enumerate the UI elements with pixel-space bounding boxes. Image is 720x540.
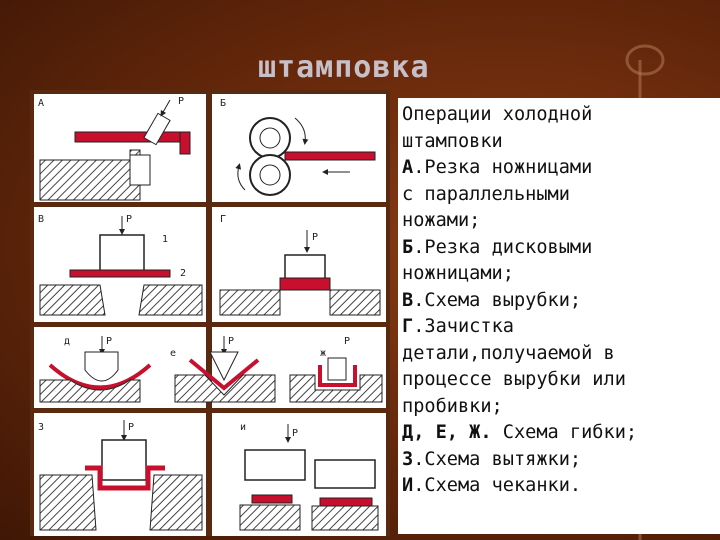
- panel-i-letter: и: [240, 422, 246, 433]
- description-line: детали,получаемой в: [402, 341, 716, 368]
- description-line: пробивки;: [402, 394, 716, 421]
- description-line: И.Схема чеканки.: [402, 473, 716, 500]
- description-line-text: ножницами;: [402, 263, 514, 284]
- description-line-text: детали,получаемой в: [402, 342, 615, 364]
- panel-a-force: Р: [178, 96, 184, 107]
- description-line-bold: Г: [402, 316, 414, 337]
- panel-e-force: Р: [228, 336, 234, 347]
- description-line-text: Схема гибки;: [491, 422, 638, 443]
- panel-e-letter: е: [170, 348, 176, 359]
- stamping-operations-figure: А Р Б В Р 1 2 Г Р: [30, 90, 390, 536]
- panel-v-label-2: 2: [180, 268, 186, 279]
- description-line-text: Операции холодной: [402, 104, 593, 125]
- description-line-bold: Б: [402, 236, 414, 258]
- panel-d-force: Р: [106, 336, 112, 347]
- description-line: процессе вырубки или: [402, 367, 716, 394]
- description-line-text: с параллельными: [402, 183, 570, 205]
- description-line: Д, Е, Ж. Схема гибки;: [402, 420, 716, 447]
- description-line-text: пробивки;: [402, 395, 503, 417]
- description-line: ножницами;: [402, 261, 716, 288]
- description-line: Г.Зачистка: [402, 314, 716, 341]
- panel-zh: ж Р: [289, 336, 383, 403]
- panel-b: Б: [220, 98, 376, 196]
- panel-a: А Р: [38, 96, 191, 201]
- description-line: Б.Резка дисковыми: [402, 235, 716, 262]
- panel-d-letter: д: [64, 336, 70, 347]
- description-line-bold: З: [402, 448, 414, 470]
- page-title: штамповка: [258, 50, 430, 85]
- description-line: Операции холодной: [402, 102, 716, 129]
- panel-i: и Р: [239, 422, 379, 531]
- description-line-text: .Схема вытяжки;: [413, 448, 582, 470]
- description-line-text: .Схема вырубки;: [413, 289, 582, 311]
- description-line-text: штамповки: [402, 130, 503, 152]
- panel-e: е Р: [170, 336, 276, 403]
- panel-z: З Р: [38, 420, 203, 531]
- description-line: с параллельными: [402, 182, 716, 209]
- panel-b-letter: Б: [220, 98, 226, 109]
- panel-zh-force: Р: [344, 336, 350, 347]
- panel-i-force: Р: [292, 428, 298, 439]
- panel-a-letter: А: [38, 98, 44, 109]
- description-line: З.Схема вытяжки;: [402, 447, 716, 474]
- panel-g-force: Р: [312, 232, 318, 243]
- description-line: А.Резка ножницами: [402, 155, 716, 182]
- description-line: ножами;: [402, 208, 716, 235]
- panel-zh-letter: ж: [320, 348, 326, 359]
- description-line-bold: В: [402, 289, 414, 311]
- description-line-bold: И: [402, 475, 414, 496]
- panel-g: Г Р: [219, 214, 381, 316]
- panel-v-letter: В: [38, 214, 44, 225]
- description-line-text: .Резка дисковыми: [413, 236, 593, 258]
- description-line-bold: А: [402, 157, 414, 178]
- description-line-text: .Схема чеканки.: [413, 475, 582, 496]
- description-line-text: ножами;: [402, 210, 481, 231]
- panel-d: д Р: [39, 336, 152, 403]
- panel-g-letter: Г: [220, 214, 226, 225]
- panel-v-label-1: 1: [162, 234, 168, 245]
- description-line-text: .Зачистка: [413, 316, 514, 337]
- panel-z-letter: З: [38, 422, 44, 433]
- panel-v-force: Р: [126, 214, 132, 225]
- description-line: В.Схема вырубки;: [402, 288, 716, 315]
- panel-v: В Р 1 2: [38, 214, 203, 316]
- description-line-text: процессе вырубки или: [402, 369, 626, 390]
- description-line-text: .Резка ножницами: [413, 157, 593, 178]
- description-line: штамповки: [402, 129, 716, 156]
- panel-z-force: Р: [128, 422, 134, 433]
- description-line-bold: Д, Е, Ж.: [402, 422, 492, 443]
